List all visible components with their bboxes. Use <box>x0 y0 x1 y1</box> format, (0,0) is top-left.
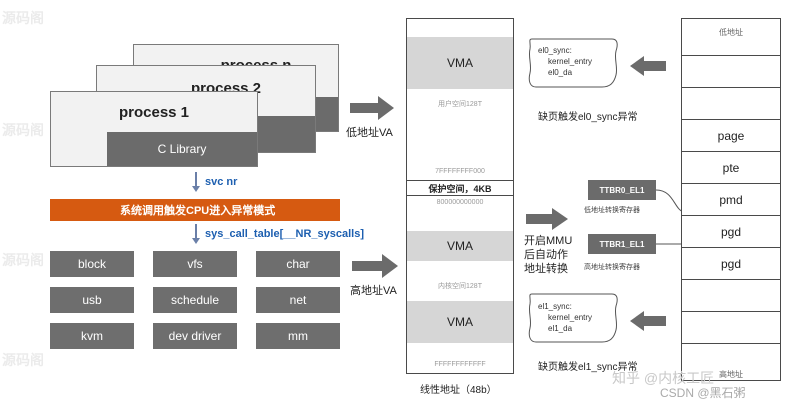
linear-address-space: VMA 用户空间128T 7FFFFFFFF000 保护空间，4KB 80000… <box>406 18 514 374</box>
ttbr1-register: TTBR1_EL1 <box>588 234 656 254</box>
mmu-label-line-2: 后自动作 <box>524 249 568 261</box>
watermark: 源码阁 <box>2 10 44 26</box>
page-table-empty-row <box>682 311 780 343</box>
page-table-row-page: page <box>682 119 780 151</box>
ttbr1-caption: 高地址转换寄存器 <box>584 264 640 271</box>
c-library-box: C Library <box>107 132 257 166</box>
el1-caption: 缺页触发el1_sync异常 <box>538 362 638 373</box>
el0-arrow <box>630 56 666 76</box>
svc-arrow-head <box>192 186 200 192</box>
module-mm: mm <box>256 323 340 349</box>
module-net: net <box>256 287 340 313</box>
watermark: 源码阁 <box>2 352 44 368</box>
module-usb: usb <box>50 287 134 313</box>
syscall-exception-bar: 系统调用触发CPU进入异常模式 <box>50 199 340 221</box>
syscall-table-arrow-head <box>192 238 200 244</box>
page-table-empty-row <box>682 87 780 119</box>
module-kvm: kvm <box>50 323 134 349</box>
mmu-arrow <box>526 208 568 230</box>
linear-address-caption: 线性地址（48b） <box>420 385 497 396</box>
syscall-table-arrow-line <box>195 224 197 238</box>
page-table-bottom-label: 高地址 <box>719 370 743 379</box>
page-table-empty-row <box>682 279 780 311</box>
module-vfs: vfs <box>153 251 237 277</box>
user-space-label: 用户空间128T <box>438 101 482 108</box>
kernel-base-address: 800000000000 <box>436 199 484 206</box>
watermark: 源码阁 <box>2 252 44 268</box>
el1-handler-line-3: el1_da <box>548 324 573 333</box>
page-table-column: 低地址 page pte pmd pgd pgd 高地址 <box>681 18 781 381</box>
module-dev-driver: dev driver <box>153 323 237 349</box>
user-top-address: 7FFFFFFFF000 <box>435 168 485 175</box>
module-block: block <box>50 251 134 277</box>
user-vma-block: VMA <box>407 37 513 89</box>
page-table-row-pte: pte <box>682 151 780 183</box>
svc-arrow-line <box>195 172 197 186</box>
el1-arrow <box>630 311 666 331</box>
page-table-top-label: 低地址 <box>719 28 743 37</box>
ttbr0-caption: 低地址转换寄存器 <box>584 207 640 214</box>
high-va-label: 高地址VA <box>350 285 397 297</box>
page-table-row-pgd-low: pgd <box>682 215 780 247</box>
footer-zhihu-text: 知乎 @内核工匠 <box>612 370 715 386</box>
kernel-vma-block-2: VMA <box>407 301 513 343</box>
syscall-table-label: sys_call_table[__NR_syscalls] <box>205 228 364 240</box>
kernel-space-label: 内核空间128T <box>438 283 482 290</box>
page-table-empty-row <box>682 55 780 87</box>
module-schedule: schedule <box>153 287 237 313</box>
el0-caption: 缺页触发el0_sync异常 <box>538 112 638 123</box>
high-va-arrow <box>352 254 398 278</box>
kernel-top-address: FFFFFFFFFFFF <box>434 361 486 368</box>
el1-handler-shape <box>528 293 618 343</box>
process-1-title: process 1 <box>118 104 190 121</box>
kernel-vma-block-1: VMA <box>407 231 513 261</box>
watermark: 源码阁 <box>2 122 44 138</box>
el0-handler-shape <box>528 38 618 88</box>
low-va-label: 低地址VA <box>346 127 393 139</box>
module-char: char <box>256 251 340 277</box>
svc-label: svc nr <box>205 176 238 188</box>
page-table-empty-row <box>682 343 780 381</box>
low-va-arrow <box>350 96 394 120</box>
mmu-label-line-3: 地址转换 <box>524 263 568 275</box>
ttbr0-register: TTBR0_EL1 <box>588 180 656 200</box>
el0-handler-line-1: el0_sync: <box>538 46 572 55</box>
el0-handler-line-3: el0_da <box>548 68 573 77</box>
guard-page: 保护空间，4KB <box>407 180 513 196</box>
el0-handler-line-2: kernel_entry <box>548 57 593 66</box>
page-table-row-pgd-high: pgd <box>682 247 780 279</box>
footer-csdn-text: CSDN @黑石粥 <box>660 386 746 400</box>
mmu-label-line-1: 开启MMU <box>524 235 573 247</box>
page-table-row-pmd: pmd <box>682 183 780 215</box>
el1-handler-line-2: kernel_entry <box>548 313 593 322</box>
process-1-card: process 1 C Library <box>50 91 258 167</box>
el1-handler-line-1: el1_sync: <box>538 302 572 311</box>
